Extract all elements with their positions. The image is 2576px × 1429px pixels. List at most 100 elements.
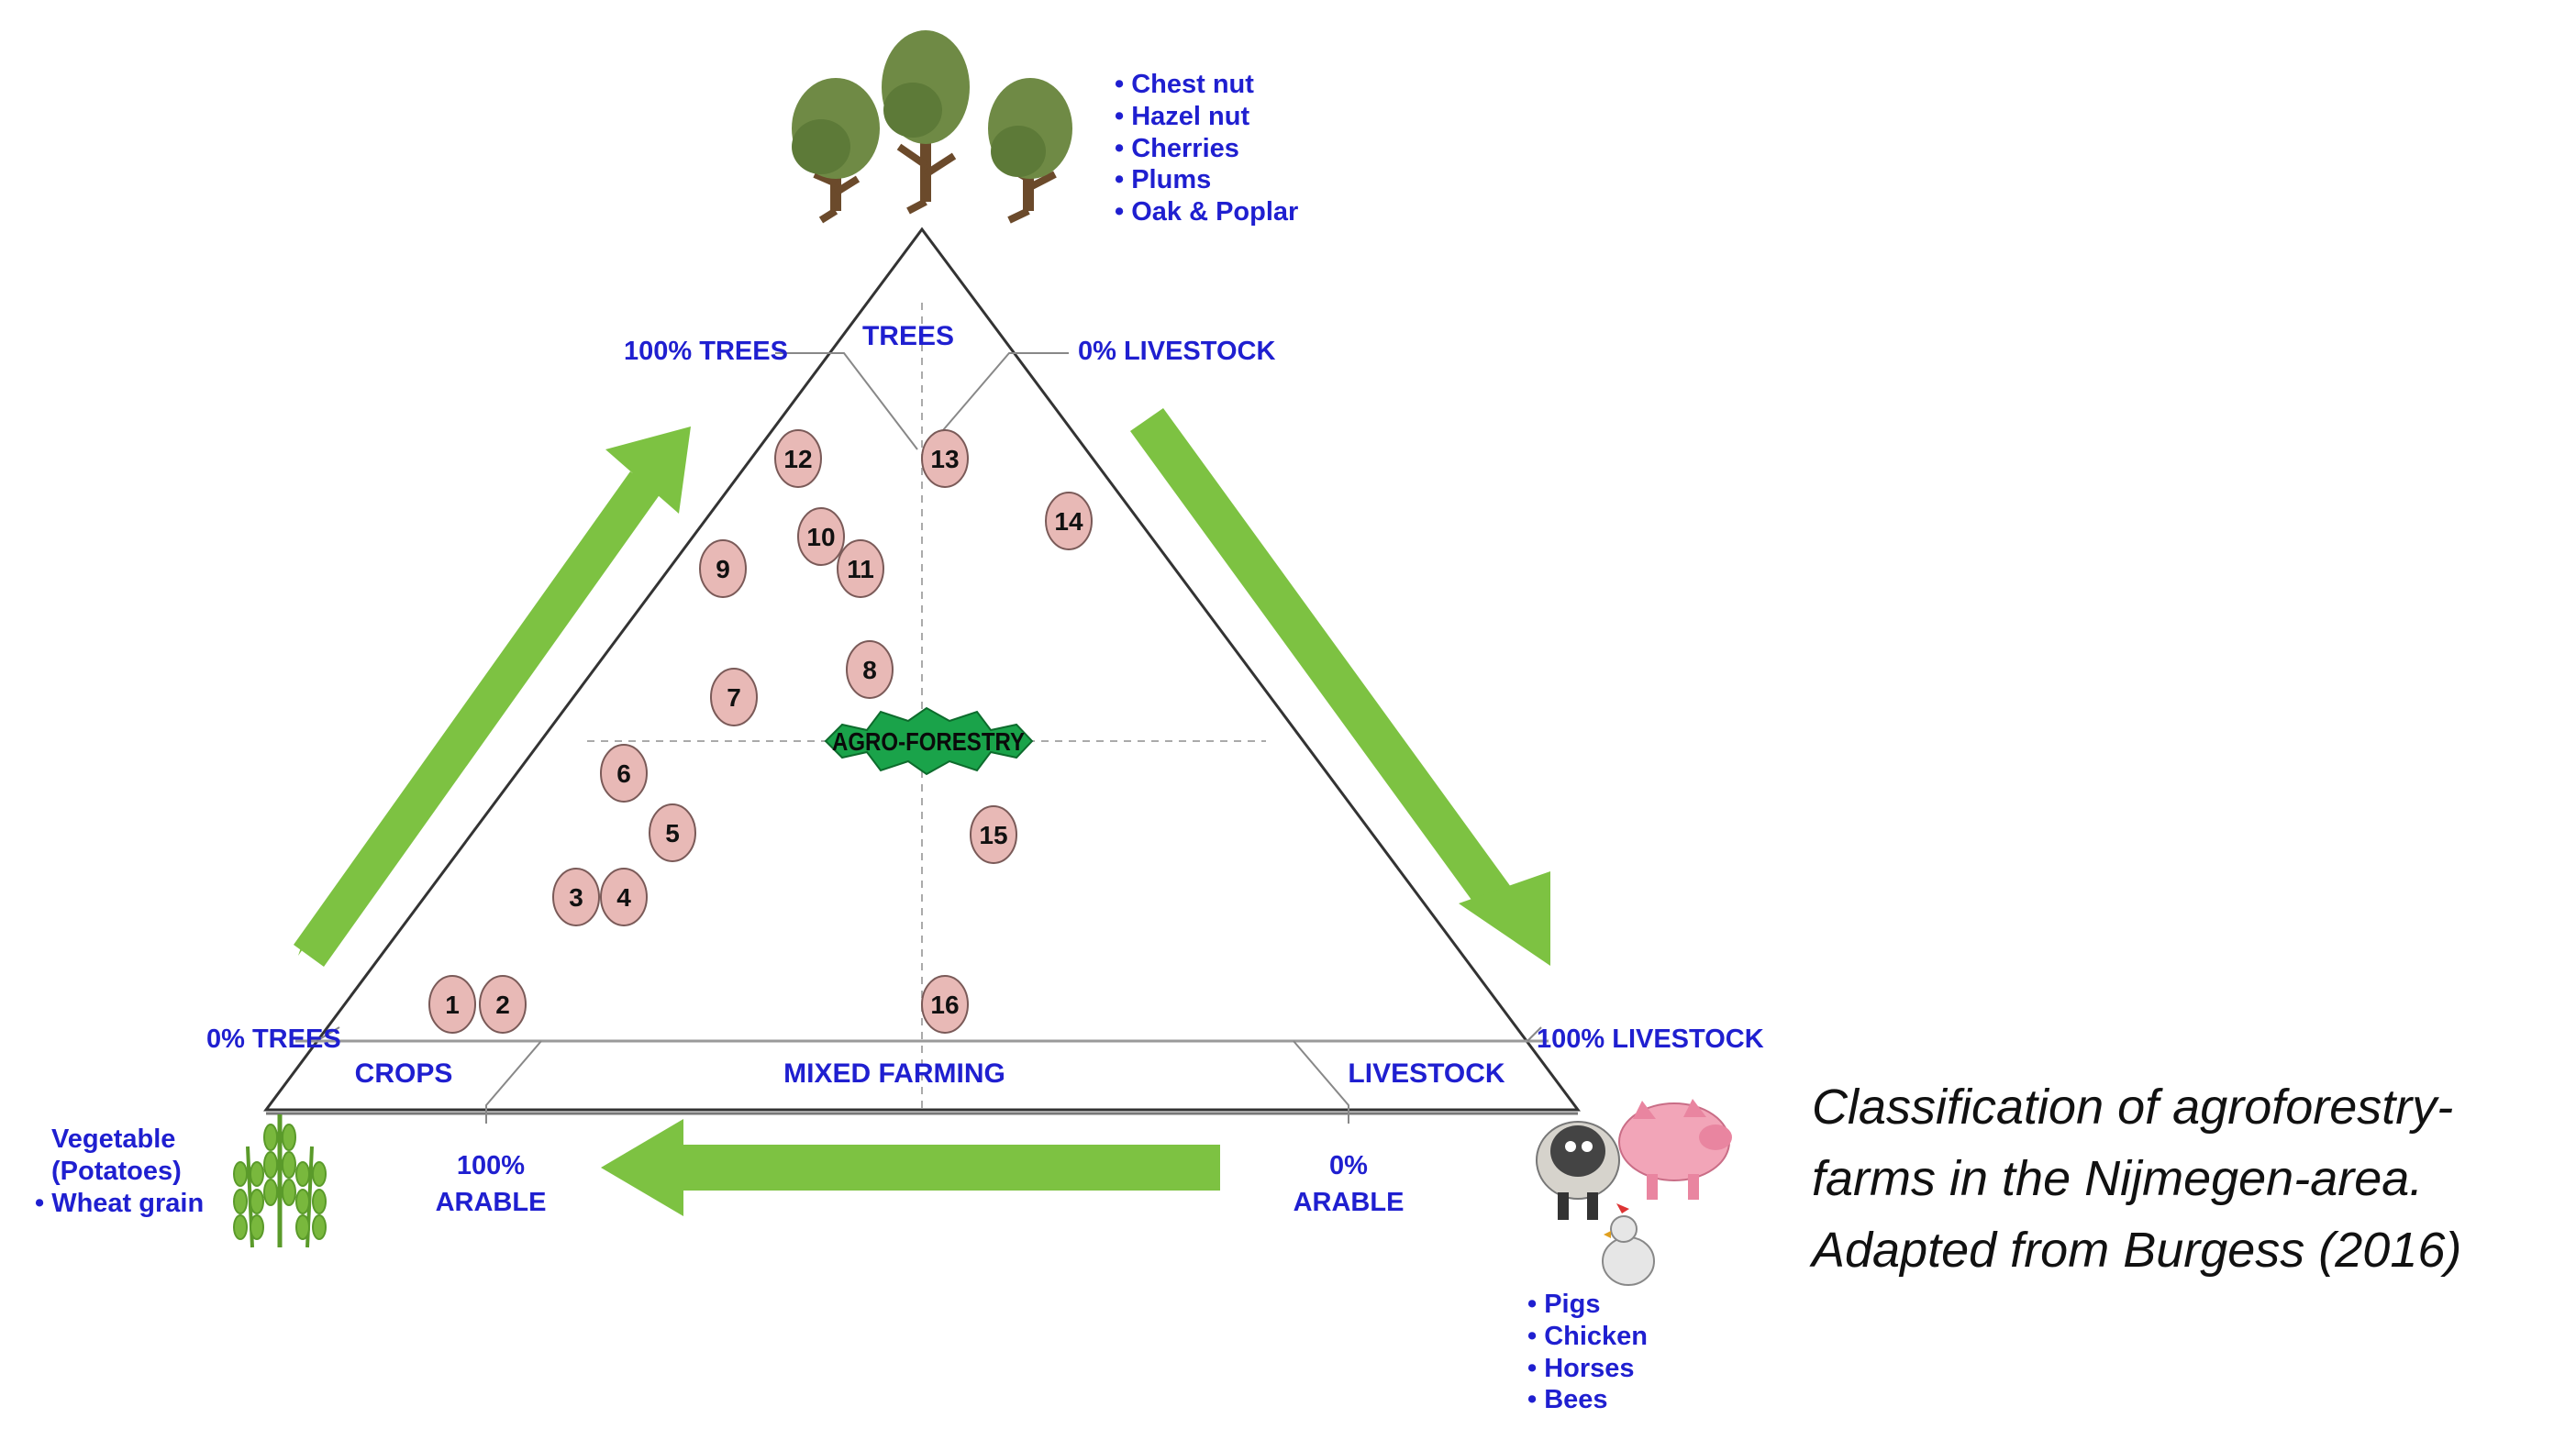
farm-marker-circle bbox=[428, 975, 476, 1034]
livestock-list-item: • Pigs bbox=[1527, 1290, 1601, 1319]
farm-marker-9: 9 bbox=[699, 539, 747, 598]
crops-list-item: (Potatoes) bbox=[51, 1156, 182, 1186]
arrow-left-head bbox=[601, 1119, 683, 1216]
farm-marker-circle bbox=[1045, 492, 1093, 550]
wheat-icon bbox=[233, 1114, 327, 1248]
farm-marker-6: 6 bbox=[600, 744, 648, 803]
farm-marker-label: 4 bbox=[616, 883, 631, 912]
farm-marker-1: 1 bbox=[428, 975, 476, 1034]
farm-marker-circle bbox=[649, 803, 696, 862]
farm-marker-label: 14 bbox=[1054, 507, 1083, 536]
farm-marker-14: 14 bbox=[1045, 492, 1093, 550]
arrow-down-right-head bbox=[1459, 871, 1550, 966]
crops-list: Vegetable (Potatoes) • Wheat grain bbox=[35, 1124, 204, 1219]
farm-marker-12: 12 bbox=[774, 429, 822, 488]
label-crops: CROPS bbox=[355, 1058, 453, 1089]
farm-marker-circle bbox=[552, 868, 600, 926]
farm-marker-label: 9 bbox=[716, 555, 730, 583]
label-100-arable-word: ARABLE bbox=[436, 1188, 547, 1217]
farm-marker-10: 10 bbox=[797, 507, 845, 566]
farm-marker-label: 6 bbox=[616, 759, 631, 788]
arrow-up-left-head bbox=[605, 426, 691, 514]
leader-100-livestock bbox=[1527, 1026, 1542, 1042]
trees-list-item: • Cherries bbox=[1115, 133, 1239, 163]
farm-marker-label: 13 bbox=[930, 445, 959, 473]
crops-list-item: • Wheat grain bbox=[35, 1188, 205, 1218]
farm-marker-3: 3 bbox=[552, 868, 600, 926]
cycle-arrows bbox=[294, 408, 1550, 1216]
badge-label: AGRO-FORESTRY bbox=[832, 727, 1025, 756]
farm-marker-7: 7 bbox=[710, 668, 758, 726]
farm-marker-circle bbox=[600, 744, 648, 803]
starburst-icon bbox=[824, 706, 1034, 776]
farm-marker-label: 12 bbox=[783, 445, 812, 473]
label-0-arable-pct: 0% bbox=[1329, 1151, 1368, 1180]
label-0-livestock: 0% LIVESTOCK bbox=[1078, 337, 1275, 366]
farm-marker-circle bbox=[600, 868, 648, 926]
leader-0-livestock bbox=[926, 352, 1069, 450]
label-0-trees: 0% TREES bbox=[206, 1025, 341, 1054]
livestock-list-item: • Chicken bbox=[1527, 1321, 1649, 1351]
farm-marker-circle bbox=[710, 668, 758, 726]
farm-marker-label: 3 bbox=[569, 883, 583, 912]
farm-marker-label: 2 bbox=[495, 991, 510, 1019]
trees-list: • Chest nut • Hazel nut • Cherries • Plu… bbox=[1115, 69, 1298, 228]
livestock-icon bbox=[1536, 1099, 1732, 1286]
label-100-livestock: 100% LIVESTOCK bbox=[1537, 1025, 1764, 1054]
farm-marker-2: 2 bbox=[479, 975, 527, 1034]
farm-marker-label: 16 bbox=[930, 991, 959, 1019]
farm-marker-label: 15 bbox=[979, 821, 1007, 849]
farm-marker-circle bbox=[774, 429, 822, 488]
farm-marker-11: 11 bbox=[837, 539, 884, 598]
farm-marker-16: 16 bbox=[921, 975, 969, 1034]
farm-marker-13: 13 bbox=[921, 429, 969, 488]
caption-line: farms in the Nijmegen-area. bbox=[1812, 1151, 2424, 1206]
leader-100-arable bbox=[485, 1040, 542, 1124]
farm-marker-label: 11 bbox=[847, 555, 874, 583]
farm-marker-label: 8 bbox=[862, 656, 877, 684]
livestock-list-item: • Bees bbox=[1527, 1385, 1608, 1415]
leader-0-arable bbox=[1293, 1040, 1349, 1124]
livestock-list-item: • Horses bbox=[1527, 1353, 1635, 1383]
trees-list-item: • Oak & Poplar bbox=[1115, 197, 1299, 227]
farm-marker-label: 5 bbox=[665, 819, 680, 847]
farm-marker-4: 4 bbox=[600, 868, 648, 926]
figure-caption: Classification of agroforestry- farms in… bbox=[1812, 1071, 2564, 1286]
caption-line: Adapted from Burgess (2016) bbox=[1812, 1223, 2462, 1278]
farm-marker-circle bbox=[797, 507, 845, 566]
farm-marker-15: 15 bbox=[970, 805, 1017, 864]
label-100-trees: 100% TREES bbox=[624, 337, 788, 366]
farm-marker-label: 7 bbox=[727, 683, 741, 712]
agroforestry-badge: AGRO-FORESTRY bbox=[824, 706, 1034, 776]
leader-100-trees bbox=[775, 352, 918, 450]
crops-list-item: Vegetable bbox=[51, 1124, 176, 1154]
trees-list-item: • Chest nut bbox=[1115, 70, 1254, 99]
farm-marker-5: 5 bbox=[649, 803, 696, 862]
farm-marker-circle bbox=[846, 640, 894, 699]
farm-marker-circle bbox=[837, 539, 884, 598]
farm-marker-label: 1 bbox=[445, 991, 460, 1019]
arrow-down-right-body bbox=[1130, 408, 1518, 920]
farm-marker-circle bbox=[970, 805, 1017, 864]
label-mixed-farming: MIXED FARMING bbox=[783, 1058, 1005, 1089]
label-trees: TREES bbox=[862, 321, 954, 351]
farm-marker-circle bbox=[479, 975, 527, 1034]
trees-list-item: • Hazel nut bbox=[1115, 101, 1250, 131]
label-100-arable-pct: 100% bbox=[457, 1151, 525, 1180]
livestock-list: • Pigs • Chicken • Horses • Bees bbox=[1527, 1289, 1648, 1416]
caption-line: Classification of agroforestry- bbox=[1812, 1080, 2454, 1135]
farm-marker-circle bbox=[921, 429, 969, 488]
ternary-triangle bbox=[263, 227, 1581, 1124]
triangle-outline bbox=[263, 227, 1581, 1112]
arrow-up-left-body bbox=[294, 471, 661, 967]
farm-marker-circle bbox=[699, 539, 747, 598]
trees-icon bbox=[792, 30, 1072, 224]
arrow-left-body bbox=[679, 1145, 1220, 1191]
leader-0-trees bbox=[316, 1026, 340, 1042]
farm-marker-circle bbox=[921, 975, 969, 1034]
trees-list-item: • Plums bbox=[1115, 165, 1212, 195]
farm-marker-label: 10 bbox=[806, 523, 835, 551]
